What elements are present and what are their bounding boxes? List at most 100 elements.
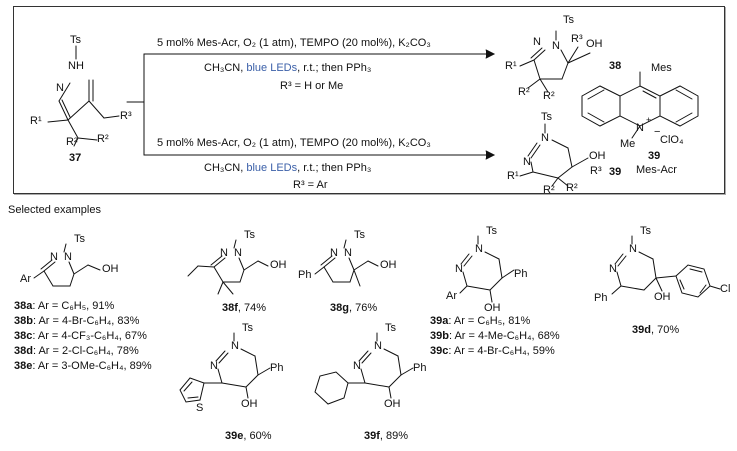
atom-38ae-oh: OH (102, 263, 119, 275)
id-39a: 39a (430, 315, 449, 327)
structure-38a-e (33, 243, 101, 287)
top-conditions-line1: 5 mol% Mes-Acr, O₂ (1 atm), TEMPO (20 mo… (157, 37, 431, 49)
top-conditions-line3: R³ = H or Me (280, 80, 344, 92)
atom-39ac-n2: N (455, 263, 463, 275)
bottom-conditions-line3: R³ = Ar (293, 179, 328, 191)
atom-38g-ts: Ts (354, 229, 365, 241)
atom-39-ts: Ts (541, 111, 552, 123)
id-39b: 39b (430, 330, 449, 342)
atom-38ae-n2: N (64, 251, 72, 263)
reaction-arrows (126, 49, 496, 160)
id-39c: 39c (430, 345, 449, 357)
atom-39f-ph: Ph (413, 362, 427, 374)
atom-39-r2b: R² (566, 182, 578, 194)
atom-mesacr-n: N (636, 122, 644, 134)
label-37: 37 (69, 152, 82, 164)
atom-38ae-ar: Ar (20, 273, 31, 285)
id-38a: 38a (14, 300, 33, 312)
atom-39-r1: R¹ (507, 170, 519, 182)
atom-38ae-ts: Ts (74, 233, 85, 245)
label-38: 38 (609, 60, 622, 72)
atom-39f-oh: OH (384, 398, 401, 410)
atom-37-n: N (56, 82, 64, 94)
yield-39f: , 89% (379, 430, 409, 442)
atom-39e-n2: N (210, 360, 218, 372)
atom-39e-n1: N (231, 340, 239, 352)
yield-39b: : Ar = 4-Me-C₆H₄, 68% (448, 330, 560, 342)
example-39f: 39f, 89% (364, 430, 408, 443)
atom-38-r3: R³ (571, 33, 583, 45)
atom-39-r2a: R² (543, 184, 555, 196)
atom-38-r2b: R² (543, 90, 555, 102)
atom-39d-ts: Ts (640, 225, 651, 237)
example-38f: 38f, 74% (222, 302, 266, 315)
atom-39e-ts: Ts (242, 322, 253, 334)
example-38a: 38a: Ar = C₆H₅, 91% (14, 300, 114, 313)
atom-39ac-ar: Ar (446, 290, 457, 302)
bottom-conditions-line2: CH₃CN, blue LEDs, r.t.; then PPh₃ (204, 162, 371, 175)
atom-38g-n1: N (330, 247, 338, 259)
atom-38f-n1: N (220, 247, 228, 259)
yield-38a: : Ar = C₆H₅, 91% (32, 300, 115, 312)
label-catalyst: 39 (648, 150, 661, 162)
atom-37-nh: NH (68, 60, 84, 72)
catalyst-name: Mes-Acr (636, 164, 677, 176)
atom-39d-n2: N (609, 263, 617, 275)
bottom-conditions-line1: 5 mol% Mes-Acr, O₂ (1 atm), TEMPO (20 mo… (157, 137, 431, 149)
atom-39f-n2: N (353, 360, 361, 372)
selected-examples-heading: Selected examples (8, 204, 101, 216)
atom-39d-n1: N (629, 243, 637, 255)
yield-38f: , 74% (237, 302, 267, 314)
label-39: 39 (609, 166, 622, 178)
atom-38g-oh: OH (380, 259, 397, 271)
atom-39f-ts: Ts (385, 322, 396, 334)
id-39f: 39f (364, 430, 380, 442)
structure-39f (314, 332, 414, 405)
bottom-solvent: CH₃CN, (204, 162, 247, 174)
reaction-scheme-box (13, 6, 725, 194)
atom-38g-n2: N (344, 247, 352, 259)
atom-39f-n1: N (374, 340, 382, 352)
atom-38-ts: Ts (563, 14, 574, 26)
yield-38b: : Ar = 4-Br-C₆H₄, 83% (32, 315, 140, 327)
atom-38f-ts: Ts (244, 229, 255, 241)
atom-39d-cl: Cl (720, 283, 731, 295)
bottom-workup: , r.t.; then PPh₃ (297, 162, 372, 174)
atom-37-ts: Ts (70, 34, 81, 46)
atom-38-n2: N (552, 40, 560, 52)
yield-38c: : Ar = 4-CF₃-C₆H₄, 67% (32, 330, 147, 342)
example-38c: 38c: Ar = 4-CF₃-C₆H₄, 67% (14, 330, 147, 343)
atom-38g-ph: Ph (298, 269, 312, 281)
atom-39ac-oh: OH (484, 302, 501, 314)
example-39b: 39b: Ar = 4-Me-C₆H₄, 68% (430, 330, 560, 343)
atom-39e-ph: Ph (270, 362, 284, 374)
top-conditions-line2: CH₃CN, blue LEDs, r.t.; then PPh₃ (204, 62, 371, 75)
structure-39 (519, 123, 589, 187)
yield-39d: , 70% (650, 324, 680, 336)
example-39e: 39e, 60% (225, 430, 272, 443)
structure-39a-c (459, 235, 515, 303)
top-blue-leds: blue LEDs (246, 62, 298, 74)
atom-38-r1: R¹ (505, 60, 517, 72)
example-38g: 38g, 76% (330, 302, 377, 315)
atom-39ac-n1: N (475, 243, 483, 255)
yield-38e: : Ar = 3-OMe-C₆H₄, 89% (32, 360, 152, 372)
structure-38 (519, 30, 591, 93)
atom-37-r2b: R² (97, 133, 109, 145)
atom-39ac-ts: Ts (486, 225, 497, 237)
id-39e: 39e (225, 430, 244, 442)
top-solvent: CH₃CN, (204, 62, 247, 74)
example-39d: 39d, 70% (632, 324, 679, 337)
atom-39-n1: N (541, 132, 549, 144)
id-38g: 38g (330, 302, 349, 314)
bottom-blue-leds: blue LEDs (246, 162, 298, 174)
atom-38-n1: N (533, 36, 541, 48)
atom-38-r2a: R² (518, 86, 530, 98)
atom-mes: Mes (651, 62, 672, 74)
charge-plus: + (646, 115, 652, 125)
structure-mes-acr (581, 71, 699, 139)
example-38d: 38d: Ar = 2-Cl-C₆H₄, 78% (14, 345, 139, 358)
example-38e: 38e: Ar = 3-OMe-C₆H₄, 89% (14, 360, 152, 373)
yield-38d: : Ar = 2-Cl-C₆H₄, 78% (32, 345, 139, 357)
